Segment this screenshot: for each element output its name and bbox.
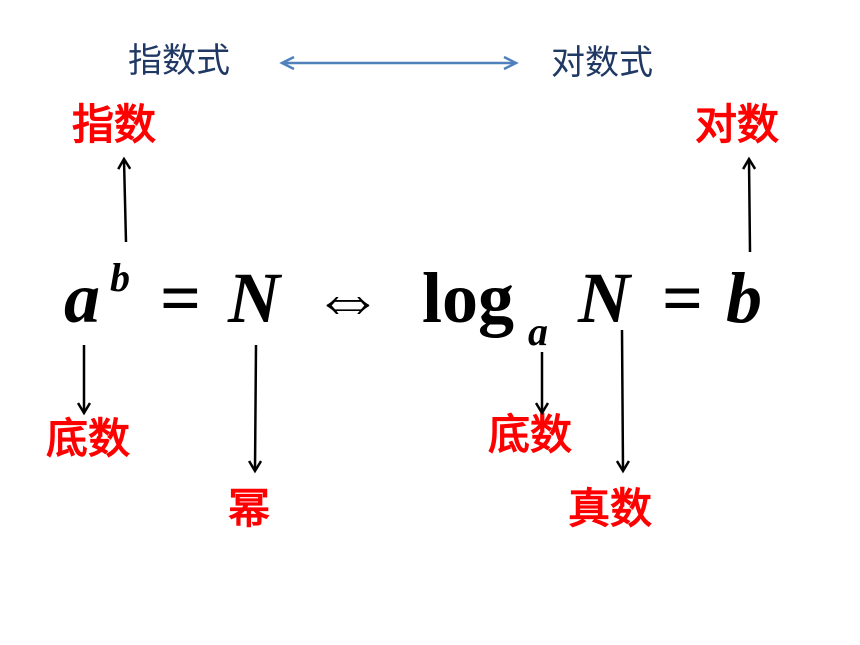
logarithm-label: 对数 (695, 100, 780, 149)
base-label-left: 底数 (46, 414, 131, 463)
power-label: 幂 (228, 484, 271, 533)
formula-log-value-b: b (726, 258, 762, 338)
exponent-label: 指数 (72, 100, 157, 149)
arrow-down-antilog (622, 329, 623, 470)
formula-base-a: a (64, 258, 100, 338)
formula-result-N: N (228, 258, 280, 338)
formula-equals-2: = (662, 258, 704, 338)
arrow-up-exponent (124, 160, 126, 243)
formula-log-argument-N: N (578, 258, 630, 338)
antilog-label: 真数 (568, 484, 653, 533)
arrow-down-power (255, 344, 256, 470)
arrow-up-logarithm (749, 160, 750, 253)
formula-log: log (422, 258, 515, 338)
logarithmic-form-label: 对数式 (551, 43, 653, 83)
formula-exponent-b: b (110, 255, 130, 300)
formula-iff-arrow: ⇔ (312, 258, 384, 338)
base-label-right: 底数 (488, 410, 573, 459)
exponential-form-label: 指数式 (128, 41, 230, 81)
formula-equals-1: = (160, 258, 202, 338)
formula-log-base-a: a (528, 309, 548, 354)
